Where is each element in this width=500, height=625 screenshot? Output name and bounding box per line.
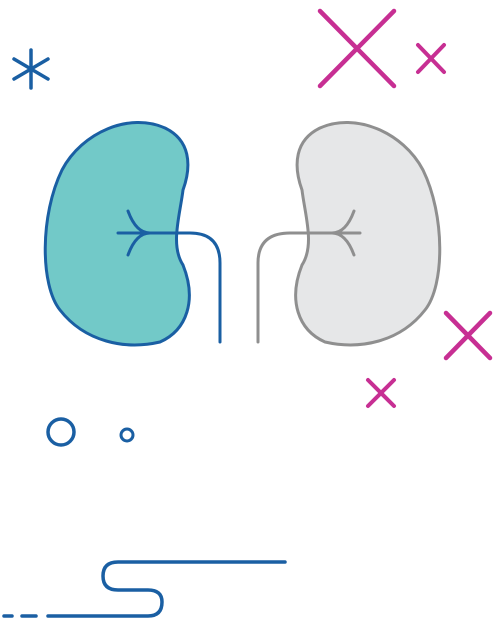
right-kidney <box>256 120 442 347</box>
squiggle-line <box>2 560 287 618</box>
left-ureter <box>116 231 222 344</box>
right-ureter <box>256 231 362 344</box>
left-kidney <box>43 120 222 347</box>
circle-icon-large <box>46 417 76 447</box>
asterisk-icon <box>12 48 50 90</box>
cross-icon-small-top <box>416 43 446 74</box>
cross-icon-right <box>443 310 493 361</box>
right-arrowhead <box>331 209 356 257</box>
cross-icon-large-top <box>317 8 397 89</box>
left-arrowhead <box>126 209 151 257</box>
right-kidney-shape <box>294 120 442 347</box>
cross-icon-small-bottom <box>366 378 396 408</box>
circle-icon-small <box>119 427 135 443</box>
